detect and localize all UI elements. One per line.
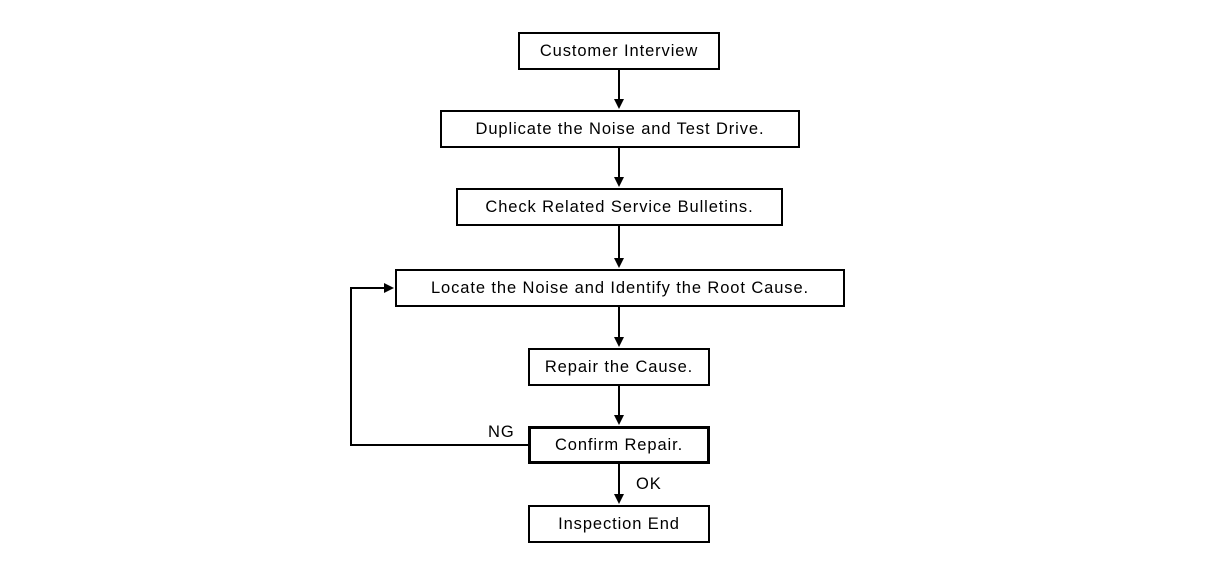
node-label-confirm-repair: Confirm Repair. <box>554 435 684 454</box>
node-label-locate-noise: Locate the Noise and Identify the Root C… <box>430 278 810 297</box>
connector-locate-noise-to-repair-cause <box>618 307 620 338</box>
connector-check-bulletins-to-locate-noise <box>618 226 620 259</box>
node-customer-interview[interactable]: Customer Interview <box>518 32 720 70</box>
connector-ng-horizontal-segment <box>350 444 530 446</box>
arrowhead-right-icon <box>384 283 394 293</box>
arrowhead-down-icon <box>614 258 624 268</box>
connector-ng-vertical-segment <box>350 288 352 446</box>
node-duplicate-noise[interactable]: Duplicate the Noise and Test Drive. <box>440 110 800 148</box>
node-label-repair-cause: Repair the Cause. <box>544 357 694 376</box>
node-repair-cause[interactable]: Repair the Cause. <box>528 348 710 386</box>
edge-label-ok: OK <box>636 475 662 493</box>
connector-customer-interview-to-duplicate-noise <box>618 70 620 100</box>
node-label-duplicate-noise: Duplicate the Noise and Test Drive. <box>475 119 765 138</box>
arrowhead-down-icon <box>614 177 624 187</box>
arrowhead-down-icon <box>614 494 624 504</box>
arrowhead-down-icon <box>614 415 624 425</box>
node-locate-noise[interactable]: Locate the Noise and Identify the Root C… <box>395 269 845 307</box>
node-inspection-end[interactable]: Inspection End <box>528 505 710 543</box>
connector-duplicate-noise-to-check-bulletins <box>618 148 620 178</box>
node-check-bulletins[interactable]: Check Related Service Bulletins. <box>456 188 783 226</box>
node-label-inspection-end: Inspection End <box>558 514 680 533</box>
node-confirm-repair[interactable]: Confirm Repair. <box>528 426 710 464</box>
arrowhead-down-icon <box>614 99 624 109</box>
connector-repair-cause-to-confirm-repair <box>618 386 620 416</box>
edge-label-ng: NG <box>488 423 515 441</box>
connector-confirm-repair-to-inspection-end <box>618 464 620 495</box>
node-label-check-bulletins: Check Related Service Bulletins. <box>485 197 754 216</box>
connector-ng-return-segment <box>350 287 385 289</box>
node-label-customer-interview: Customer Interview <box>539 41 699 60</box>
arrowhead-down-icon <box>614 337 624 347</box>
